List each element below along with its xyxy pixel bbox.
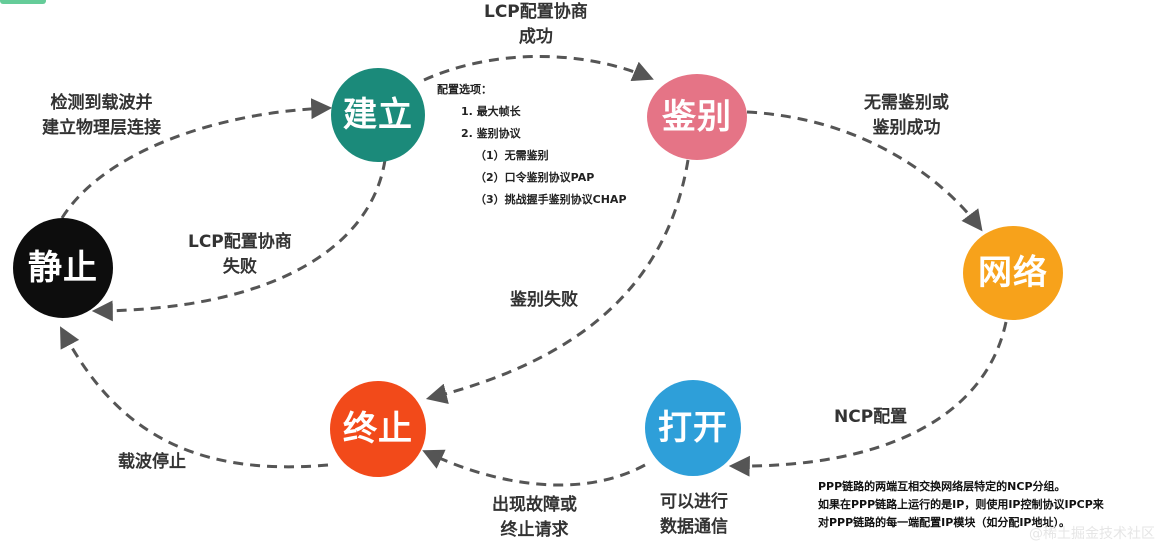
label-fault-line1: 出现故障或	[492, 495, 577, 515]
config-option-subitem: （1）无需鉴别	[475, 149, 549, 162]
arrow-dakai-to-zhongzhi	[422, 449, 646, 487]
label-lcp-fail: LCP配置协商 失败	[188, 230, 292, 280]
config-option-subitem: （2）口令鉴别协议PAP	[475, 171, 595, 184]
label-carrier-stop-line1: 载波停止	[118, 452, 186, 472]
config-option-subitem: （3）挑战握手鉴别协议CHAP	[475, 193, 627, 206]
state-jianbie: 鉴别	[647, 74, 747, 160]
state-jianli: 建立	[331, 68, 425, 162]
config-options: 配置选项： 1. 最大帧长 2. 鉴别协议 （1）无需鉴别 （2）口令鉴别协议P…	[437, 79, 627, 211]
label-lcp-success: LCP配置协商 成功	[484, 0, 588, 50]
label-detect-carrier: 检测到载波并 建立物理层连接	[42, 91, 161, 141]
config-option-item: 1. 最大帧长	[461, 105, 521, 118]
label-data-comm-line2: 数据通信	[660, 517, 728, 537]
state-jingzhi: 静止	[13, 218, 113, 318]
arrow-jianbie-to-wangluo	[746, 110, 983, 232]
config-option-item: 2. 鉴别协议	[461, 127, 521, 140]
ncp-note-line2: 如果在PPP链路上运行的是IP，则使用IP控制协议IPCP来	[818, 498, 1104, 511]
logo-mark	[0, 0, 46, 4]
config-options-title: 配置选项：	[437, 83, 492, 96]
label-ncp-line1: NCP配置	[834, 407, 908, 427]
arrow-wangluo-to-dakai	[728, 321, 1008, 477]
arrow-jianli-to-jianbie	[423, 55, 654, 82]
label-lcp-fail-line1: LCP配置协商	[188, 232, 292, 252]
label-data-comm-line1: 可以进行	[660, 492, 728, 512]
state-wangluo: 网络	[963, 226, 1063, 320]
arrow-jianbie-to-zhongzhi	[425, 159, 690, 405]
label-carrier-stop: 载波停止	[118, 451, 186, 474]
label-lcp-fail-line2: 失败	[222, 257, 257, 277]
label-auth-fail-line1: 鉴别失败	[510, 290, 578, 310]
arrow-zhongzhi-to-jingzhi	[60, 326, 329, 469]
state-zhongzhi: 终止	[330, 381, 426, 477]
ncp-note-line1: PPP链路的两端互相交换网络层特定的NCP分组。	[818, 480, 1066, 493]
ncp-note: PPP链路的两端互相交换网络层特定的NCP分组。 如果在PPP链路上运行的是IP…	[818, 478, 1104, 532]
state-dakai: 打开	[645, 380, 741, 476]
watermark: @稀土掘金技术社区	[1029, 526, 1155, 542]
label-fault: 出现故障或 终止请求	[492, 493, 577, 543]
label-lcp-success-line2: 成功	[518, 27, 553, 47]
ncp-note-line3: 对PPP链路的每一端配置IP模块（如分配IP地址）。	[818, 516, 1070, 529]
label-auth-ok-line2: 鉴别成功	[872, 118, 941, 138]
label-lcp-success-line1: LCP配置协商	[484, 2, 588, 22]
label-detect-carrier-line1: 检测到载波并	[50, 93, 153, 113]
arrow-jianli-to-jingzhi	[91, 159, 387, 322]
arrow-jingzhi-to-jianli	[60, 98, 333, 219]
label-ncp: NCP配置	[834, 406, 907, 429]
label-detect-carrier-line2: 建立物理层连接	[42, 118, 161, 138]
label-fault-line2: 终止请求	[500, 520, 569, 540]
label-auth-fail: 鉴别失败	[510, 289, 578, 312]
label-auth-ok-line1: 无需鉴别或	[864, 93, 949, 113]
label-data-comm: 可以进行 数据通信	[660, 490, 728, 540]
label-auth-ok: 无需鉴别或 鉴别成功	[864, 91, 949, 141]
